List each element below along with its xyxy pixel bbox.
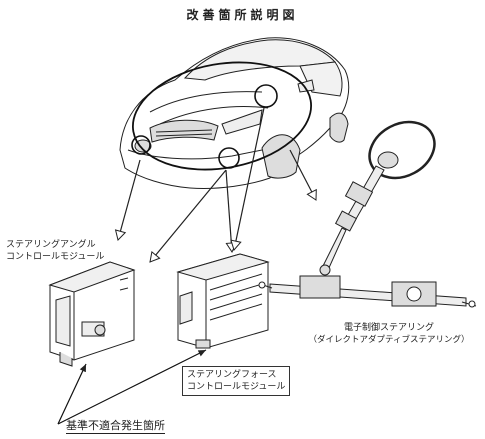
- arrow-to-steering: [289, 149, 317, 201]
- defect-location-label: 基準不適合発生箇所: [66, 419, 165, 434]
- pointer-arrows: [114, 107, 317, 263]
- arrow-to-force-module-2: [230, 107, 265, 252]
- diagram-title: 改善箇所説明図: [186, 8, 299, 22]
- highlight-circle-left: [131, 135, 151, 155]
- arrow-to-angle-module-2: [149, 169, 227, 263]
- highlight-circle-lower: [218, 147, 240, 169]
- defect-pointer-lines: [57, 349, 207, 425]
- electronic-steering-label: 電子制御ステアリング （ダイレクトアダプティブステアリング）: [308, 323, 470, 345]
- angle-module-label: ステアリングアングル コントロールモジュール: [6, 240, 105, 262]
- steering-system-drawing: [258, 120, 477, 308]
- force-module-drawing: [176, 253, 270, 349]
- arrow-to-force-module: [225, 169, 238, 254]
- angle-module-drawing: [48, 261, 136, 367]
- arrow-to-angle-module: [114, 159, 141, 241]
- force-module-label: ステアリングフォース コントロールモジュール: [182, 366, 291, 396]
- highlight-markers: [131, 61, 312, 171]
- highlight-circle-upper: [254, 84, 278, 108]
